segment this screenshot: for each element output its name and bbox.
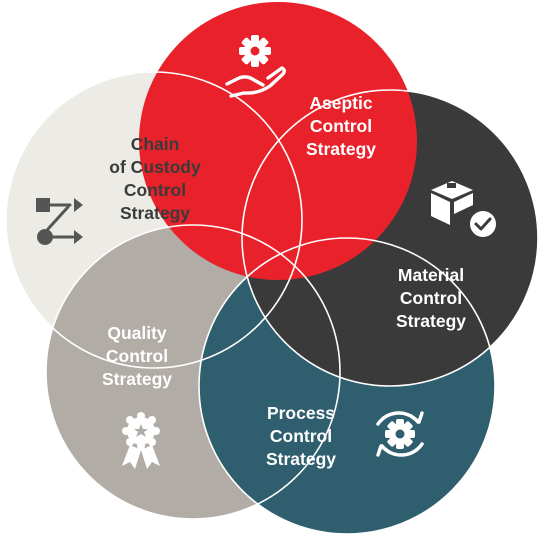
label-custody: Chain of Custody Control Strategy — [109, 134, 201, 223]
label-process: Process Control Strategy — [265, 403, 337, 469]
outline-quality — [45, 224, 341, 520]
label-aseptic: Aseptic Control Strategy — [305, 93, 377, 159]
gear-in-hand-icon — [225, 35, 286, 98]
package-check-icon — [431, 181, 496, 237]
outline-material — [241, 89, 539, 387]
workflow-arrows-icon — [36, 198, 83, 245]
outline-process — [198, 237, 496, 535]
label-quality: Quality Control Strategy — [101, 323, 173, 389]
outline-custody — [5, 71, 303, 369]
label-material: Material Control Strategy — [395, 265, 467, 331]
award-ribbon-icon — [122, 412, 160, 469]
gear-cycle-icon — [376, 411, 424, 457]
